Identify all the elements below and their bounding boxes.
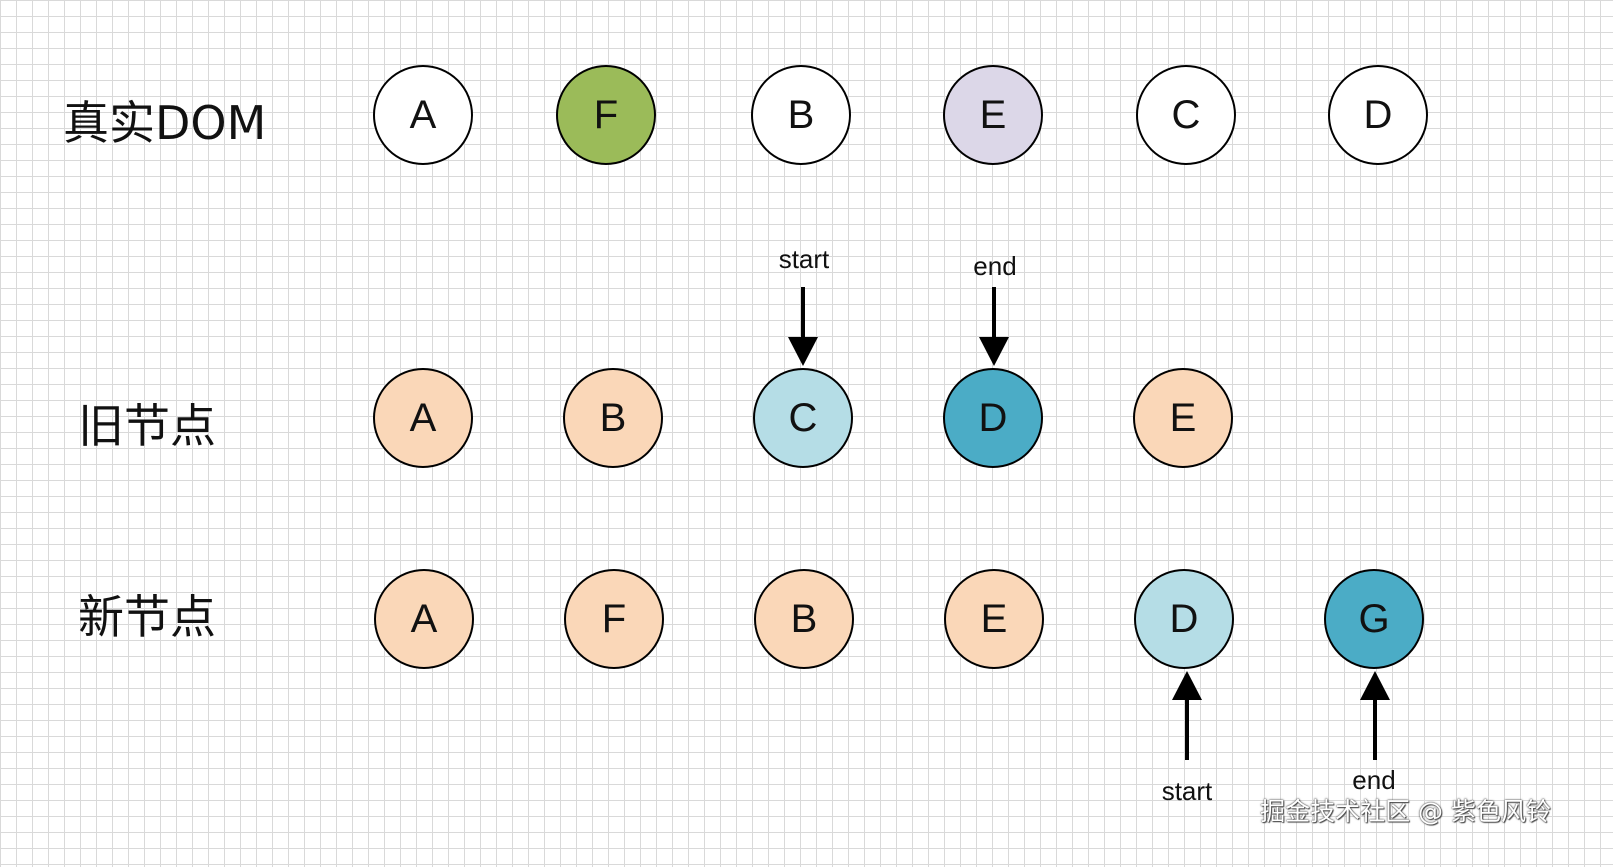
new-node-e: E xyxy=(944,569,1044,669)
new-node-g: G xyxy=(1324,569,1424,669)
real-dom-node-f: F xyxy=(556,65,656,165)
old-node-e: E xyxy=(1133,368,1233,468)
old-end-arrow-head xyxy=(979,337,1009,366)
real-dom-node-b: B xyxy=(751,65,851,165)
old-node-a: A xyxy=(373,368,473,468)
row-label-real-dom: 真实DOM xyxy=(63,96,267,150)
new-node-d: D xyxy=(1134,569,1234,669)
watermark-text: 掘金技术社区 @ 紫色风铃 xyxy=(1260,797,1551,826)
new-end-label: end xyxy=(1352,765,1396,795)
new-node-a: A xyxy=(374,569,474,669)
old-start-arrow-head xyxy=(788,337,818,366)
new-start-label: start xyxy=(1161,776,1213,806)
real-dom-node-c: C xyxy=(1136,65,1236,165)
new-end-arrow-head xyxy=(1360,671,1390,700)
new-node-b: B xyxy=(754,569,854,669)
row-label-new-nodes: 新节点 xyxy=(78,590,216,644)
old-node-b: B xyxy=(563,368,663,468)
old-node-d: D xyxy=(943,368,1043,468)
row-label-old-nodes: 旧节点 xyxy=(78,399,216,453)
old-end-label: end xyxy=(973,251,1017,281)
real-dom-node-a: A xyxy=(373,65,473,165)
old-start-label: start xyxy=(778,244,830,274)
new-start-arrow-head xyxy=(1172,671,1202,700)
old-node-c: C xyxy=(753,368,853,468)
real-dom-node-e: E xyxy=(943,65,1043,165)
real-dom-node-d: D xyxy=(1328,65,1428,165)
new-node-f: F xyxy=(564,569,664,669)
